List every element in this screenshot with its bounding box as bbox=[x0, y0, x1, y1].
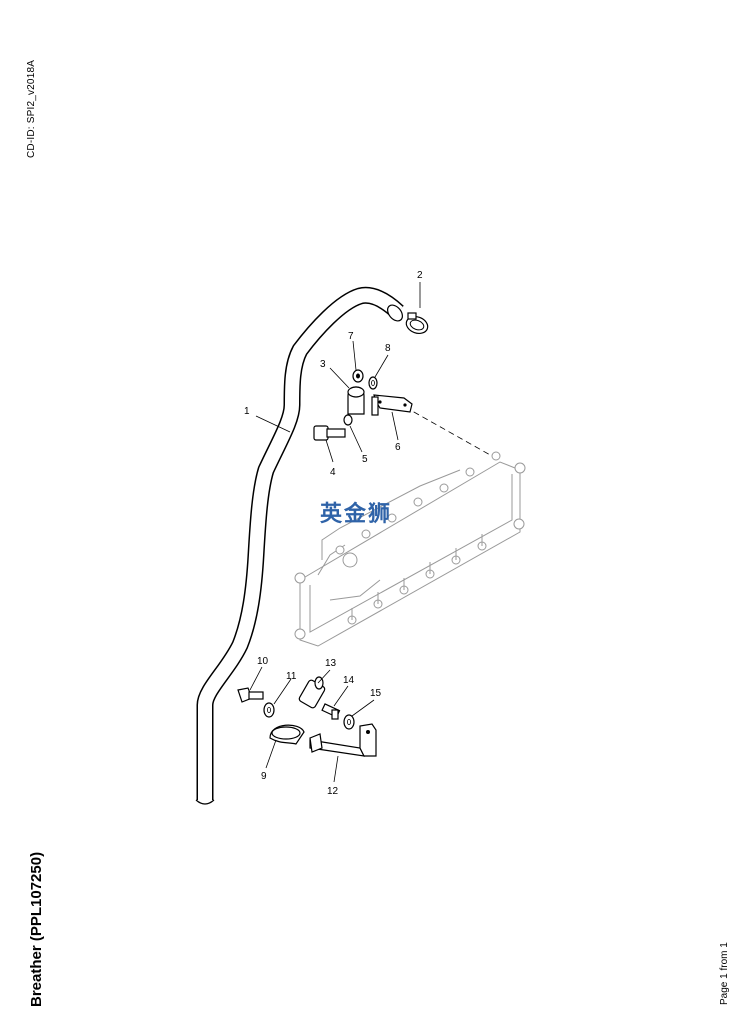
callout-14: 14 bbox=[343, 675, 355, 686]
alignment-dashed-line bbox=[404, 406, 493, 457]
callout-12: 12 bbox=[327, 786, 339, 797]
leader-lines bbox=[249, 282, 421, 783]
watermark-text: 英金狮 bbox=[320, 501, 392, 527]
breather-hose bbox=[195, 286, 404, 805]
callout-10: 10 bbox=[257, 656, 269, 667]
bolt-10 bbox=[237, 687, 264, 703]
bracket-6 bbox=[371, 394, 413, 416]
hose-clip-lower bbox=[269, 724, 305, 745]
callout-1: 1 bbox=[244, 406, 250, 417]
callout-13: 13 bbox=[325, 658, 337, 669]
callout-11: 11 bbox=[286, 671, 297, 682]
washer-8 bbox=[368, 376, 378, 390]
stud-14 bbox=[321, 703, 341, 720]
washer-11 bbox=[263, 702, 275, 718]
callout-2: 2 bbox=[417, 270, 423, 281]
hose-clamp bbox=[405, 312, 429, 335]
callout-9: 9 bbox=[261, 771, 267, 782]
callout-7: 7 bbox=[348, 331, 354, 342]
callout-3: 3 bbox=[320, 359, 326, 370]
spacer-13 bbox=[298, 676, 326, 709]
washer-15 bbox=[343, 714, 355, 730]
hose-clip-upper bbox=[347, 386, 365, 415]
callout-8: 8 bbox=[385, 343, 391, 354]
callout-5: 5 bbox=[362, 454, 368, 465]
bracket-12 bbox=[309, 723, 377, 757]
callout-15: 15 bbox=[370, 688, 382, 699]
washer-5 bbox=[343, 414, 353, 426]
rocker-cover-outline bbox=[294, 451, 526, 647]
callout-4: 4 bbox=[330, 467, 336, 478]
callout-6: 6 bbox=[395, 442, 401, 453]
bolt-4 bbox=[313, 425, 346, 441]
nut-7 bbox=[352, 369, 364, 383]
